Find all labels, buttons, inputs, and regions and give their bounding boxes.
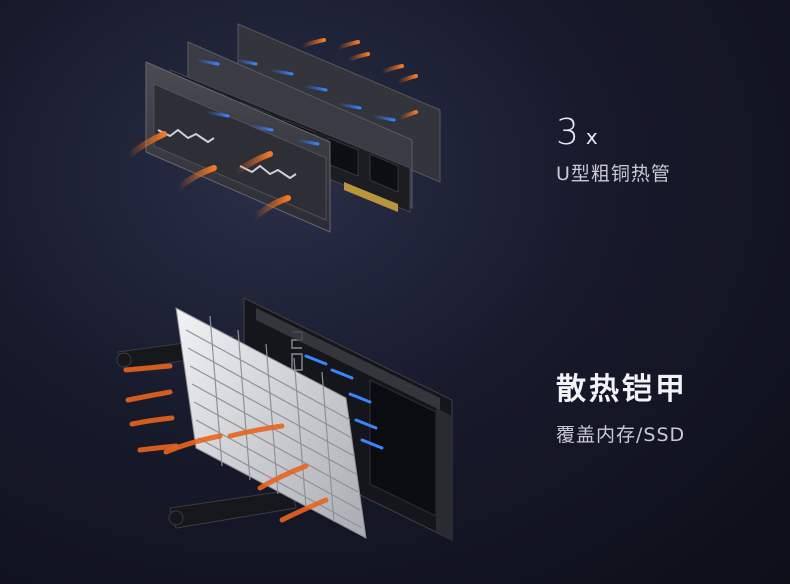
ssd-fin-heatsink <box>175 307 367 539</box>
feature-armor: 散热铠甲 覆盖内存/SSD <box>556 364 688 447</box>
multiplier-sign: x <box>585 125 598 149</box>
ssd-cool-airflow <box>304 354 384 450</box>
ssd-heatsink-group <box>116 297 453 541</box>
ssd-thermal-pad <box>256 308 440 410</box>
armor-subtitle: 覆盖内存/SSD <box>556 424 686 446</box>
ram-gold-contacts <box>344 182 398 212</box>
ssd-connector <box>436 408 452 540</box>
heatpipe-subtitle: U型粗铜热管 <box>556 163 671 185</box>
ssd-hot-airflow <box>123 363 329 523</box>
heatpipe-count: 3 <box>556 112 580 153</box>
ssd-fin-lines <box>185 315 363 529</box>
ram-cool-airflow <box>194 58 396 146</box>
ram-hot-airflow <box>125 38 418 221</box>
ram-wave-accent <box>157 128 297 180</box>
ram-heatsink-group <box>125 23 441 233</box>
armor-title: 散热铠甲 <box>556 372 688 407</box>
